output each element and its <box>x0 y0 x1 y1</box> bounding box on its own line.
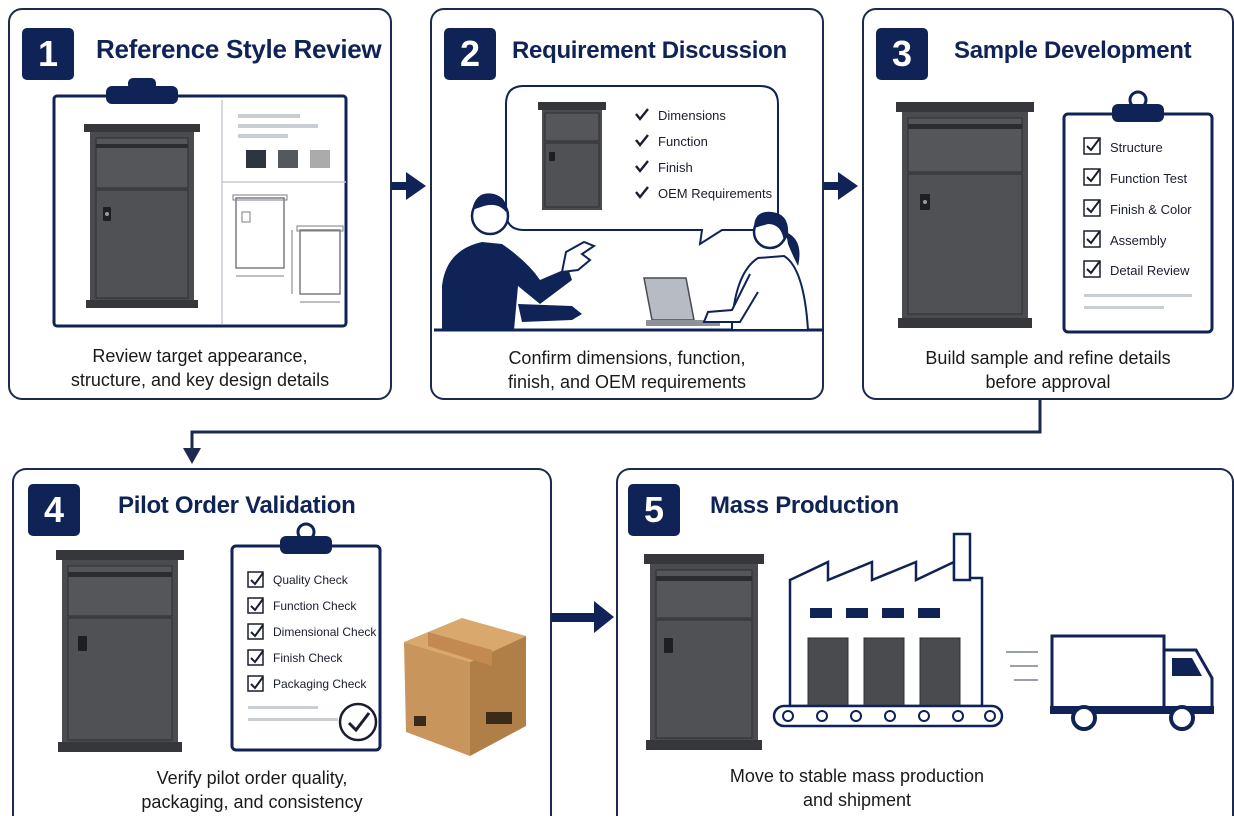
check-icon <box>1083 260 1101 278</box>
check-icon <box>635 160 649 173</box>
step-number-badge: 2 <box>444 28 496 80</box>
connector-line <box>190 398 1042 450</box>
check-circle-icon <box>338 702 378 742</box>
step-panel-2: 2 Requirement Discussion <box>430 8 824 400</box>
step-caption: Review target appearance, structure, and… <box>70 346 330 390</box>
check-icon <box>247 571 264 588</box>
step-panel-3: 3 Sample Development Structure Function … <box>862 8 1234 400</box>
requirement-item: Finish <box>658 160 693 175</box>
mailbox-cabinet <box>84 124 200 308</box>
step-caption: Verify pilot order quality, packaging, a… <box>141 768 363 812</box>
arrow-right-icon <box>550 601 614 633</box>
parcel-box-icon <box>404 618 526 756</box>
arrow-right-icon <box>388 172 426 200</box>
reference-illustration <box>52 78 348 328</box>
check-icon <box>247 623 264 640</box>
check-icon <box>1083 199 1101 217</box>
check-icon <box>247 675 264 692</box>
checklist-item: Structure <box>1110 140 1163 155</box>
step-panel-5: 5 Mass Production <box>616 468 1234 816</box>
step-number-badge: 1 <box>22 28 74 80</box>
step-title: Sample Development <box>954 37 1192 64</box>
check-icon <box>635 108 649 121</box>
checklist-item: Detail Review <box>1110 263 1190 278</box>
person-woman-figure <box>702 211 810 331</box>
step-caption: Confirm dimensions, function, finish, an… <box>507 348 747 392</box>
step-caption: Move to stable mass production and shipm… <box>729 766 985 810</box>
step-number-badge: 4 <box>28 484 80 536</box>
check-icon <box>1083 137 1101 155</box>
step-number-badge: 5 <box>628 484 680 536</box>
step-title: Reference Style Review <box>96 34 382 64</box>
laptop-icon <box>643 277 720 326</box>
check-icon <box>247 597 264 614</box>
checklist-item: Assembly <box>1110 233 1167 248</box>
checklist-item: Function Test <box>1110 171 1188 186</box>
mailbox-cabinet <box>896 102 1034 328</box>
step-title: Pilot Order Validation <box>118 492 356 519</box>
checklist-item: Dimensional Check <box>273 625 377 639</box>
discussion-illustration <box>434 85 824 332</box>
requirement-item: Function <box>658 134 708 149</box>
clipboard-icon <box>280 522 332 554</box>
checklist-item: Function Check <box>273 599 357 613</box>
requirement-item: OEM Requirements <box>658 186 773 201</box>
sample-illustration <box>896 90 1214 334</box>
pilot-illustration <box>56 522 526 756</box>
step-panel-1: 1 Reference Style Review <box>8 8 392 400</box>
check-icon <box>1083 168 1101 186</box>
checklist-item: Quality Check <box>273 573 348 587</box>
check-icon <box>247 649 264 666</box>
check-icon <box>635 134 649 147</box>
checklist-item: Finish Check <box>273 651 343 665</box>
step-caption: Build sample and refine details before a… <box>925 348 1171 392</box>
check-icon <box>635 186 649 199</box>
arrow-right-icon <box>820 172 858 200</box>
check-icon <box>1083 230 1101 248</box>
step-title: Requirement Discussion <box>512 37 787 64</box>
arrow-down-icon <box>183 448 201 464</box>
mailbox-cabinet <box>56 550 184 752</box>
checklist-item: Packaging Check <box>273 677 367 691</box>
factory-icon <box>788 532 984 708</box>
mailbox-cabinet <box>644 554 764 750</box>
step-title: Mass Production <box>710 492 899 519</box>
clipboard-icon <box>1112 90 1164 122</box>
step-number-badge: 3 <box>876 28 928 80</box>
checklist-item: Finish & Color <box>1110 202 1192 217</box>
truck-icon <box>1006 634 1214 731</box>
conveyor-icon <box>772 704 1004 728</box>
step-panel-4: 4 Pilot Order Validation <box>12 468 552 816</box>
requirement-item: Dimensions <box>658 108 726 123</box>
person-man-figure <box>442 193 597 330</box>
production-illustration <box>644 532 1214 750</box>
clipboard-icon <box>106 78 178 104</box>
